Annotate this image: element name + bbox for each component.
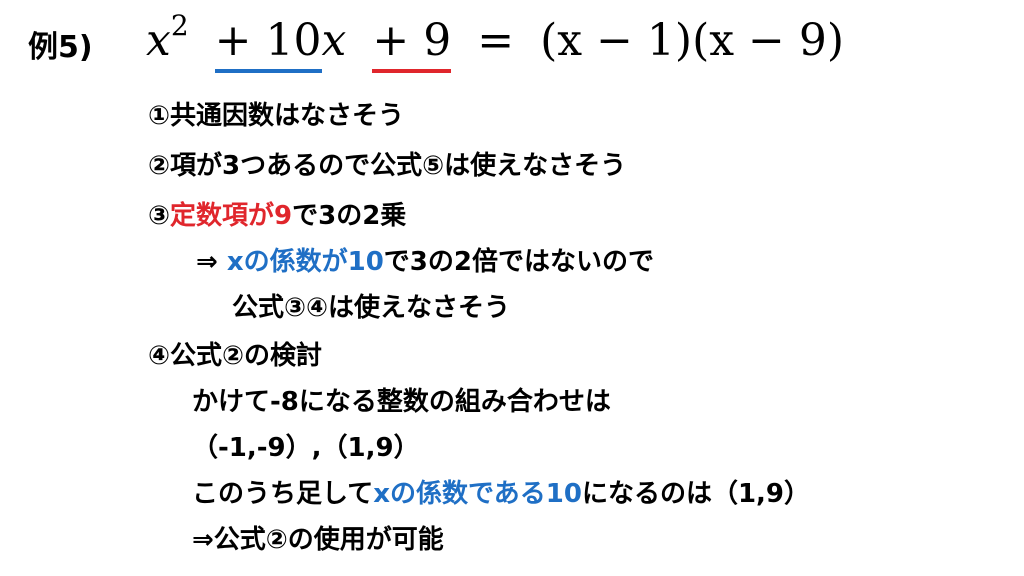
eq-plus-1: + — [214, 15, 252, 66]
eq-x: x — [146, 15, 171, 66]
step-4: ④公式②の検討 — [148, 341, 323, 371]
step-3-prefix: ③ — [148, 201, 171, 231]
equation: x2 + 10x + 9 = (x − 1)(x − 9) — [146, 9, 845, 73]
step-3a-rest: で3の2倍ではないので — [383, 247, 654, 277]
step-4c-prefix: このうち足して — [192, 479, 374, 509]
eq-const-9: 9 — [423, 15, 452, 66]
step-2: ②項が3つあるので公式⑤は使えなさそう — [148, 151, 627, 181]
step-3a-coefficient: xの係数が10 — [226, 247, 384, 277]
step-4d: ⇒公式②の使用が可能 — [192, 525, 444, 555]
eq-term-10x: + 10 — [214, 15, 322, 73]
step-3-rest: で3の2乗 — [292, 201, 407, 231]
eq-coef-10: 10 — [265, 15, 322, 66]
step-4b: （-1,-9）,（1,9） — [192, 433, 420, 463]
eq-exponent: 2 — [170, 9, 189, 42]
example-label: 例5) — [28, 30, 93, 65]
step-3-constant-term: 定数項が9 — [170, 201, 293, 231]
eq-equals: = — [477, 15, 515, 66]
step-4c-rest: になるのは（1,9） — [581, 479, 810, 509]
step-1: ①共通因数はなさそう — [148, 101, 405, 131]
step-4c: このうち足してxの係数である10になるのは（1,9） — [192, 481, 810, 507]
step-3a-arrow: ⇒ — [196, 247, 227, 277]
eq-factor-1: (x − 1) — [540, 15, 693, 66]
eq-x-2: x — [321, 15, 347, 66]
step-3b: 公式③④は使えなさそう — [232, 293, 511, 323]
step-3a: ⇒ xの係数が10で3の2倍ではないので — [196, 249, 654, 275]
eq-term-9: + 9 — [372, 15, 452, 73]
step-4a: かけて-8になる整数の組み合わせは — [192, 387, 611, 417]
step-3: ③定数項が9で3の2乗 — [148, 203, 406, 229]
eq-plus-2: + — [372, 15, 410, 66]
eq-factor-2: (x − 9) — [692, 15, 845, 66]
step-4c-coefficient: xの係数である10 — [373, 479, 582, 509]
